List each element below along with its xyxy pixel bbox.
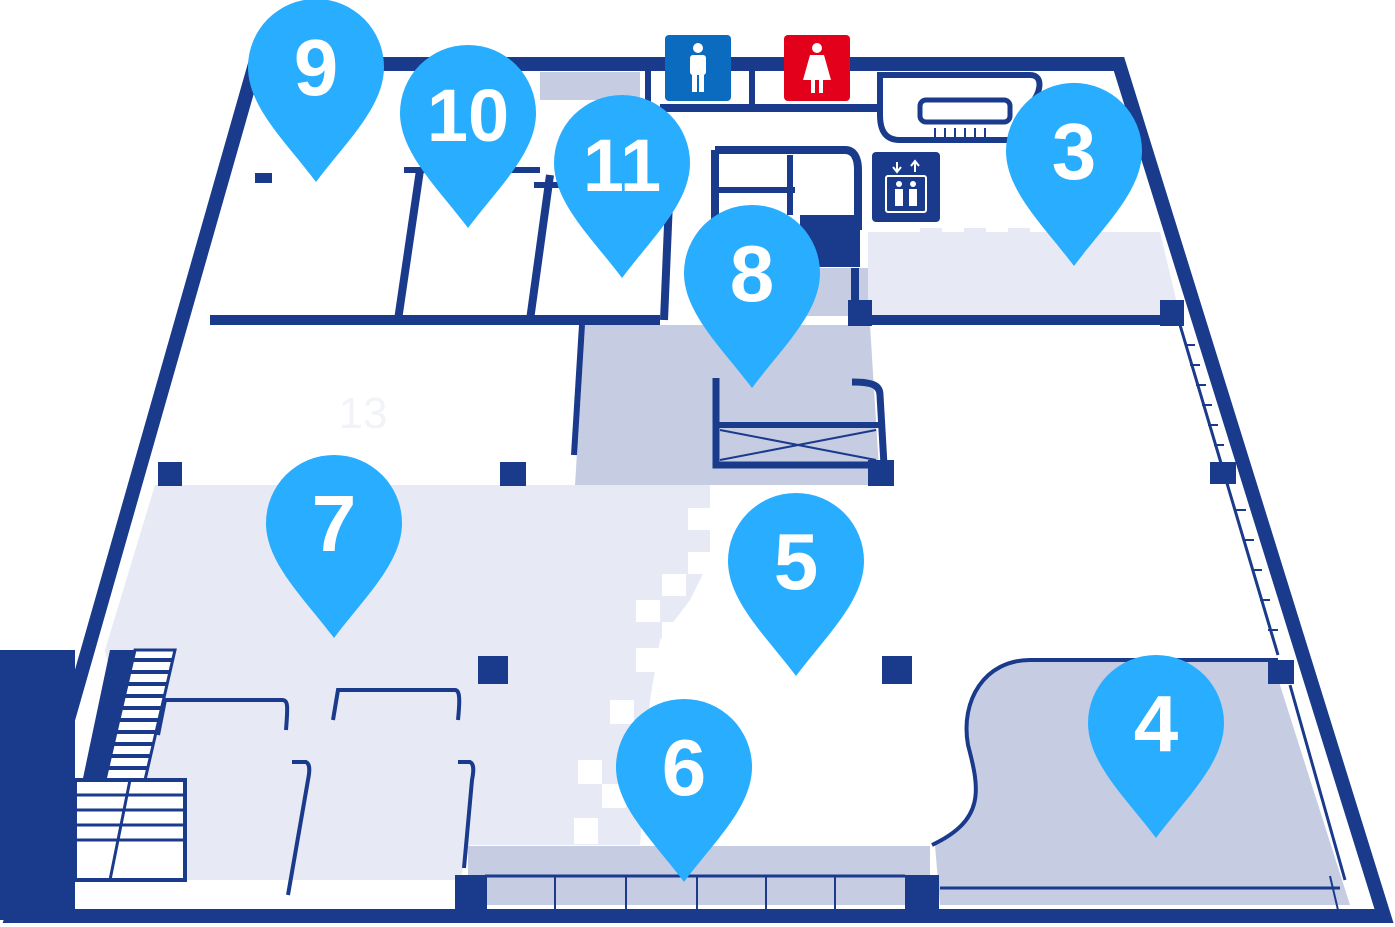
wall-9-10 bbox=[394, 169, 424, 321]
wall-10-11 bbox=[526, 174, 554, 321]
bottom-windows bbox=[554, 875, 1339, 911]
pillar bbox=[905, 875, 939, 917]
room-3-area[interactable] bbox=[868, 232, 1180, 316]
pillar bbox=[158, 462, 182, 486]
pillar bbox=[1160, 300, 1184, 326]
wall-stair-box-8 bbox=[712, 378, 888, 469]
window-right-inner-b bbox=[1288, 684, 1347, 881]
checker-tiles bbox=[920, 228, 1102, 312]
map-pin-icon bbox=[266, 455, 402, 638]
pin-label: 9 bbox=[294, 23, 339, 112]
pin-label: 6 bbox=[662, 723, 707, 812]
right-window-ticks bbox=[1185, 344, 1278, 631]
pin-5[interactable]: 5 bbox=[728, 493, 864, 676]
stair-box-x2 bbox=[719, 429, 877, 461]
map-pin-icon bbox=[400, 45, 536, 228]
location-pins: 9 10 11 3 8 7 5 4 6 bbox=[248, 0, 1224, 882]
pin-label: 4 bbox=[1134, 679, 1179, 768]
map-pin-icon bbox=[684, 205, 820, 388]
pin-label: 7 bbox=[312, 479, 357, 568]
pin-8[interactable]: 8 bbox=[684, 205, 820, 388]
pillar bbox=[478, 656, 508, 684]
map-pin-icon bbox=[248, 0, 384, 182]
pin-11[interactable]: 11 bbox=[554, 95, 690, 278]
room-13-label: 13 bbox=[339, 389, 388, 438]
wall-lower-room-b bbox=[331, 688, 462, 721]
pillar bbox=[1268, 660, 1294, 684]
wall-room-4 bbox=[931, 658, 1278, 847]
pin-label: 11 bbox=[583, 124, 661, 207]
pin-9[interactable]: 9 bbox=[248, 0, 384, 182]
wall-lower-room-c bbox=[286, 760, 312, 896]
map-pin-icon bbox=[728, 493, 864, 676]
elevator-icon bbox=[872, 152, 940, 222]
womens-restroom[interactable] bbox=[784, 35, 850, 101]
pillar bbox=[882, 656, 912, 684]
mens-restroom[interactable] bbox=[665, 35, 731, 101]
wall-lower-room-d bbox=[458, 760, 476, 869]
pin-label: 10 bbox=[427, 74, 509, 157]
map-pin-icon bbox=[1088, 655, 1224, 838]
checker-tiles-center bbox=[574, 508, 736, 844]
map-pin-icon bbox=[554, 95, 690, 278]
pin-4[interactable]: 4 bbox=[1088, 655, 1224, 838]
pillar bbox=[848, 300, 872, 326]
wall-lower-room-a bbox=[156, 698, 290, 736]
pillars bbox=[158, 300, 1294, 917]
pillar bbox=[868, 460, 894, 486]
pillar bbox=[1210, 462, 1236, 484]
pillar bbox=[500, 462, 526, 486]
pin-label: 8 bbox=[730, 229, 775, 318]
map-pin-icon bbox=[1006, 82, 1142, 266]
pin-7[interactable]: 7 bbox=[266, 455, 402, 638]
room-8-area[interactable] bbox=[575, 325, 880, 485]
pin-6[interactable]: 6 bbox=[616, 699, 752, 882]
stair-inner bbox=[917, 97, 1013, 125]
wall-8-upper bbox=[715, 146, 862, 230]
stair-rails-top bbox=[934, 128, 986, 138]
pillar bbox=[455, 875, 487, 917]
elevator[interactable] bbox=[872, 152, 940, 222]
corridor-top bbox=[540, 72, 640, 100]
stairs-icon bbox=[0, 648, 187, 920]
wall-13-8 bbox=[571, 324, 585, 456]
pin-10[interactable]: 10 bbox=[400, 45, 536, 228]
pin-label: 5 bbox=[774, 517, 819, 606]
map-pin-icon bbox=[616, 699, 752, 882]
pin-3[interactable]: 3 bbox=[1006, 82, 1142, 266]
pin-label: 3 bbox=[1052, 107, 1097, 196]
